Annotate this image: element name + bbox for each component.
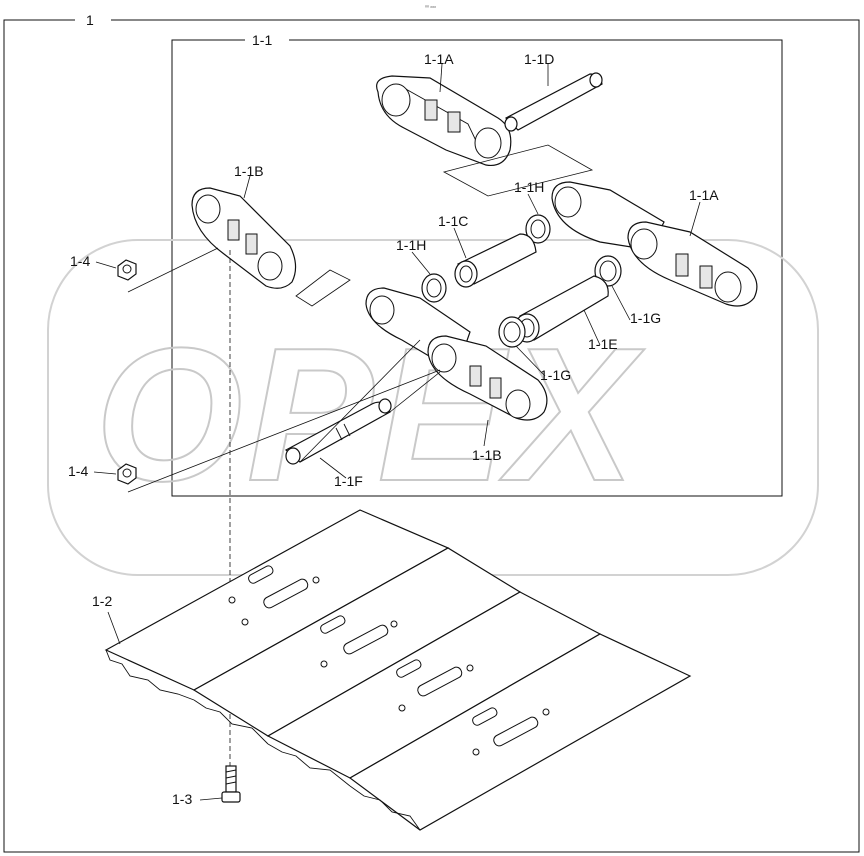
- label-bushing-1-1e: 1-1E: [588, 336, 618, 352]
- label-pin-1-1d: 1-1D: [524, 51, 554, 67]
- link-1-1b-lower: [365, 287, 548, 421]
- label-seal-1-1g-right: 1-1G: [630, 310, 661, 326]
- label-track-shoe-1-2: 1-2: [92, 593, 112, 609]
- sub-frame-label-gap: [245, 33, 289, 45]
- label-nut-1-4-upper: 1-4: [70, 253, 90, 269]
- label-nut-1-4-lower: 1-4: [68, 463, 88, 479]
- sub-assembly-frame: [171, 39, 783, 497]
- outer-frame: [3, 19, 860, 853]
- link-1-1a-right: [551, 181, 758, 307]
- label-bolt-1-3: 1-3: [172, 791, 192, 807]
- track-shoe-1-2: [104, 509, 692, 831]
- seal-1-1h-left: [421, 273, 447, 303]
- seal-1-1h-upper: [525, 214, 551, 244]
- callout-labels: 1-1A 1-1D 1-1B 1-1H 1-1A 1-1C 1-1H 1-4 1…: [68, 51, 719, 807]
- label-link-1-1a-top: 1-1A: [424, 51, 454, 67]
- link-1-1a-top: [376, 75, 512, 167]
- bolt-1-3: [221, 765, 241, 803]
- leader-lines: [93, 63, 701, 801]
- pin-d-hidden-guide: [442, 144, 594, 197]
- lower-link-guide: [295, 269, 351, 307]
- nut-1-4-lower: [117, 463, 137, 485]
- label-seal-1-1h-upper: 1-1H: [514, 179, 544, 195]
- top-marker: ⁰⁰ ᵒᵒᵒ: [425, 5, 436, 11]
- seal-1-1g-lower: [498, 316, 526, 348]
- label-seal-1-1g-lower: 1-1G: [540, 367, 571, 383]
- link-1-1b-left: [191, 187, 297, 289]
- frame-label-gap: [75, 14, 111, 26]
- label-pin-1-1f: 1-1F: [334, 473, 363, 489]
- label-seal-1-1h-left: 1-1H: [396, 237, 426, 253]
- sub-assembly-label: 1-1: [252, 32, 272, 48]
- label-link-1-1b-left: 1-1B: [234, 163, 264, 179]
- nut-1-4-upper: [117, 259, 137, 281]
- label-link-1-1b-lower: 1-1B: [472, 447, 502, 463]
- bushing-1-1c: [454, 233, 537, 288]
- label-bushing-1-1c: 1-1C: [438, 213, 468, 229]
- pin-1-1d: [504, 72, 603, 132]
- label-link-1-1a-right: 1-1A: [689, 187, 719, 203]
- assembly-label: 1: [86, 12, 94, 28]
